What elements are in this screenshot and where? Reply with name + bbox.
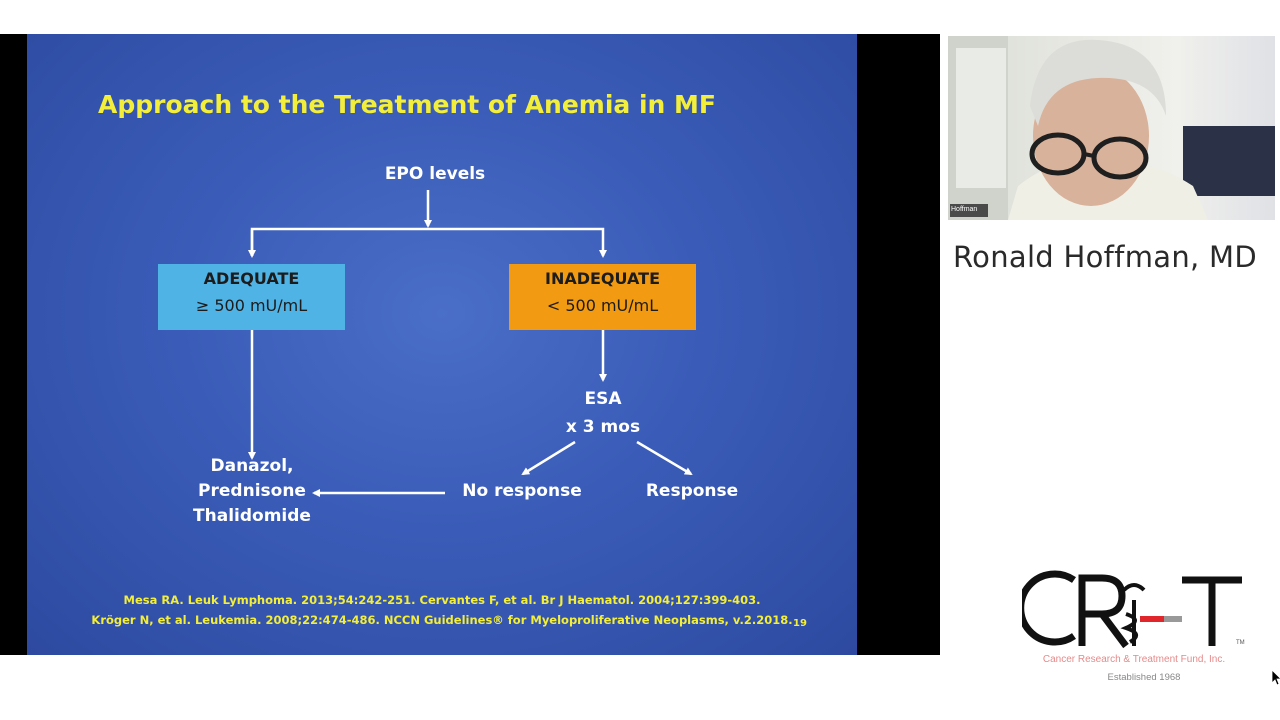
no-response-label: No response (462, 481, 582, 501)
mouse-pointer-icon (1272, 670, 1280, 686)
treatment-item: Danazol, (210, 456, 294, 476)
esa-line-2: x 3 mos (565, 417, 641, 437)
branch-connector (250, 227, 607, 258)
reference-line: Mesa RA. Leuk Lymphoma. 2013;54:242-251.… (123, 593, 761, 607)
slide-references: Mesa RA. Leuk Lymphoma. 2013;54:242-251.… (27, 590, 857, 630)
treatment-item: Thalidomide (193, 506, 311, 526)
adequate-value: ≥ 500 mU/mL (195, 296, 308, 315)
crtf-logo: TM (1022, 570, 1245, 649)
esa-line-1: ESA (584, 389, 622, 409)
inadequate-label: INADEQUATE (544, 269, 661, 288)
speaker-name: Ronald Hoffman, MD (953, 240, 1257, 274)
logo-letter-r (1078, 574, 1129, 649)
flowchart-connectors (248, 190, 693, 497)
adequate-box: ADEQUATE ≥ 500 mU/mL (158, 264, 345, 330)
inadequate-value: < 500 mU/mL (546, 296, 659, 315)
treatment-options: Danazol, Prednisone Thalidomide (177, 454, 327, 529)
slide-number: 19 (793, 618, 807, 629)
inadequate-box: INADEQUATE < 500 mU/mL (509, 264, 696, 330)
esa-label: ESA x 3 mos (523, 387, 683, 440)
webcam-name-tag: Hoffman (951, 206, 978, 213)
logo-caduceus (1120, 583, 1146, 646)
epo-levels-label: EPO levels (384, 164, 486, 184)
logo-letter-t (1182, 576, 1242, 646)
reference-line: Kröger N, et al. Leukemia. 2008;22:474-4… (91, 613, 793, 627)
adequate-label: ADEQUATE (203, 269, 300, 288)
treatment-item: Prednisone (198, 481, 306, 501)
slide-frame: Approach to the Treatment of Anemia in M… (0, 34, 940, 655)
response-label: Response (645, 481, 739, 501)
svg-text:TM: TM (1236, 640, 1245, 646)
esa-to-response-arrow (636, 440, 693, 476)
speaker-webcam-video: Hoffman (948, 36, 1275, 220)
logo-letter-c (1022, 570, 1076, 646)
presentation-slide: Approach to the Treatment of Anemia in M… (27, 34, 857, 655)
logo-tagline: Cancer Research & Treatment Fund, Inc. (1042, 654, 1226, 665)
logo-red-accent (1140, 616, 1164, 622)
slide-title: Approach to the Treatment of Anemia in M… (97, 90, 717, 119)
logo-established: Established 1968 (1107, 672, 1181, 683)
speaker-video-frame (948, 36, 1275, 220)
esa-to-no-response-arrow (521, 440, 576, 476)
